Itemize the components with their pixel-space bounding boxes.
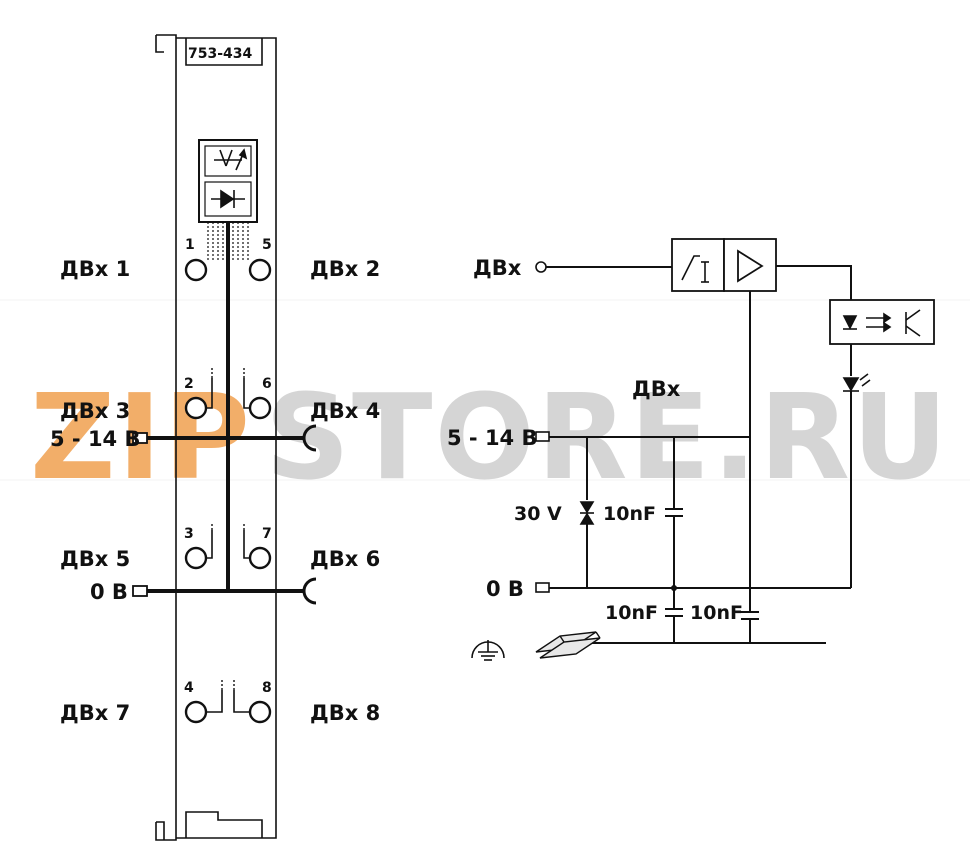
- pin-5-label: 5: [262, 237, 272, 253]
- terminal-row-1: 1 5: [184, 237, 272, 282]
- cap-3-label: 10nF: [690, 602, 743, 624]
- schematic: ДВх: [447, 238, 935, 661]
- cap-1-label: 10nF: [603, 503, 656, 525]
- ground-row: 0 В: [90, 577, 317, 605]
- input-node: [535, 261, 547, 273]
- led-block: [198, 139, 258, 262]
- input-6-label: ДВх 6: [310, 547, 380, 571]
- capacitor-3-icon: [741, 611, 759, 620]
- input-5-label: ДВх 5: [60, 547, 130, 571]
- schematic-input-label: ДВх: [473, 256, 522, 280]
- terminal-8[interactable]: [248, 700, 272, 724]
- ground-label: 0 В: [90, 580, 128, 604]
- schematic-supply-connector: [535, 431, 550, 442]
- input-8-label: ДВх 8: [310, 701, 380, 725]
- terminal-row-4: 4 8: [184, 678, 272, 724]
- channel-labels: ДВх 1 ДВх 2 ДВх 3 ДВх 4 ДВх 5 ДВх 6 ДВх …: [60, 257, 380, 725]
- pin-7-label: 7: [262, 526, 272, 542]
- optocoupler-icon: [842, 309, 921, 337]
- ground-connector[interactable]: [132, 585, 148, 597]
- terminal-4[interactable]: [184, 700, 208, 724]
- background-stripes: [0, 299, 970, 481]
- terminal-row-2: 2 6: [184, 368, 272, 420]
- filter-block: [671, 238, 725, 292]
- terminal-6[interactable]: [248, 396, 272, 420]
- schematic-mid-label: ДВх: [632, 377, 681, 401]
- cap-2-label: 10nF: [605, 602, 658, 624]
- terminal-row-3: 3 7: [184, 522, 272, 570]
- input-1-label: ДВх 1: [60, 257, 130, 281]
- terminal-2[interactable]: [184, 396, 208, 420]
- supply-row: 5 - 14 В: [50, 424, 317, 452]
- schematic-supply-label: 5 - 14 В: [447, 426, 538, 450]
- transistor-symbol-icon: [214, 148, 248, 171]
- pin-6-label: 6: [262, 376, 272, 392]
- status-led-icon: [842, 373, 871, 392]
- pin-1-label: 1: [185, 237, 195, 253]
- input-3-label: ДВх 3: [60, 399, 130, 423]
- input-4-label: ДВх 4: [310, 399, 380, 423]
- zener-diode-icon: [579, 501, 595, 525]
- zener-label: 30 V: [514, 503, 562, 525]
- diode-symbol-icon: [211, 189, 245, 209]
- input-7-label: ДВх 7: [60, 701, 130, 725]
- schematic-ground-connector: [535, 582, 550, 593]
- filter-icon: [681, 255, 700, 281]
- terminal-3[interactable]: [184, 546, 208, 570]
- amplifier-block: [723, 238, 777, 292]
- terminal-5[interactable]: [248, 258, 272, 282]
- schematic-ground-label: 0 В: [486, 577, 524, 601]
- module-part-number: 753-434: [188, 46, 253, 62]
- supply-label: 5 - 14 В: [50, 427, 141, 451]
- terminal-1[interactable]: [184, 258, 208, 282]
- terminal-7[interactable]: [248, 546, 272, 570]
- amplifier-icon: [737, 249, 764, 283]
- led-leads: [207, 222, 249, 262]
- input-2-label: ДВх 2: [310, 257, 380, 281]
- capacitor-2-icon: [665, 608, 683, 617]
- capacitor-1-icon: [665, 508, 683, 517]
- pin-8-label: 8: [262, 680, 272, 696]
- earth-ground-icon: [471, 640, 505, 661]
- pin-4-label: 4: [184, 680, 194, 696]
- optocoupler-block: [829, 299, 935, 345]
- din-rail-icon: [535, 631, 601, 659]
- pin-2-label: 2: [184, 376, 194, 392]
- pin-3-label: 3: [184, 526, 194, 542]
